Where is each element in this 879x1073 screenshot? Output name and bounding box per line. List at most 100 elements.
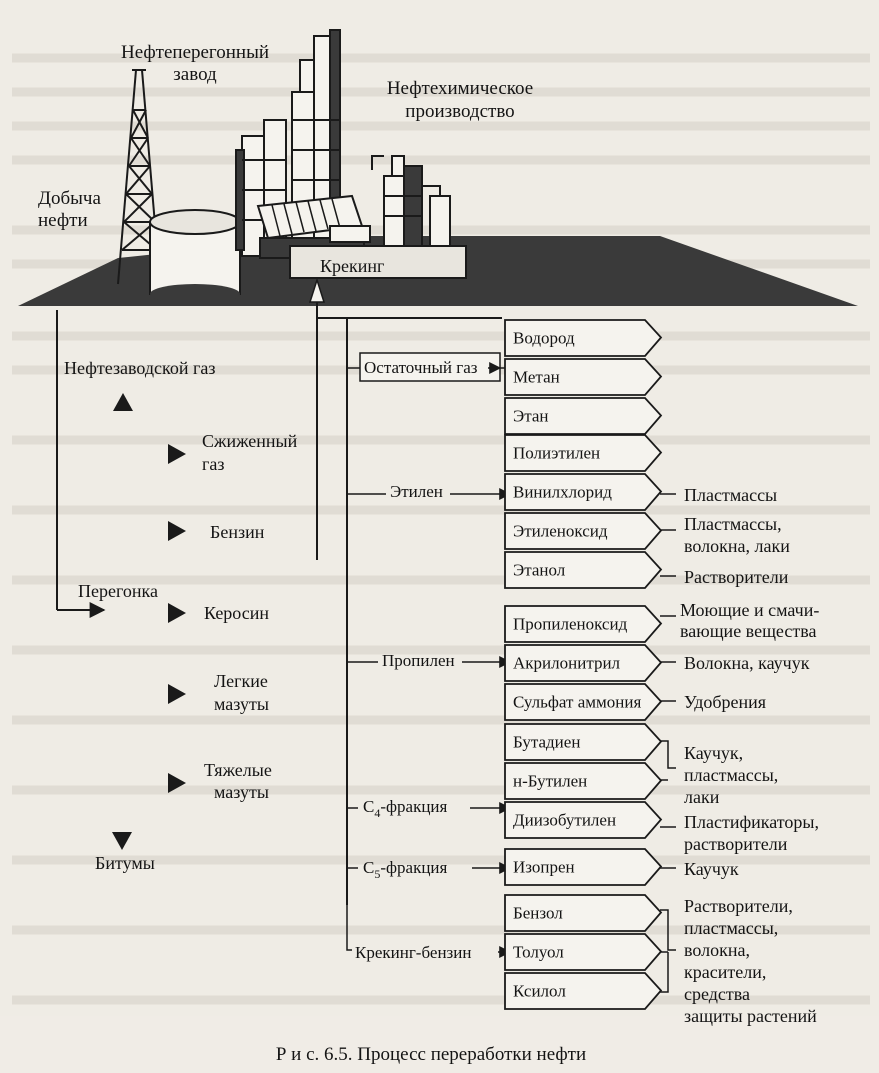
petrochem-label-2: производство [405,101,514,122]
use-plasticizers: Пластификаторы, [684,812,819,832]
use-detergents-2: вающие вещества [680,621,816,641]
chemical-label: Пропиленоксид [513,615,628,634]
use-rubber: Каучук [684,859,739,879]
light-fuel-oil-label-2: мазуты [214,694,269,714]
use-plastics-fibers-2: волокна, лаки [684,536,790,556]
gasoline-label: Бензин [210,522,265,542]
factory-building [256,194,467,279]
fraction-c5: C5-фракция [363,858,448,881]
chemical-label: н-Бутилен [513,772,587,791]
use-aromatics-6: защиты растений [684,1006,817,1026]
cracking-arrow [308,277,326,303]
chemical-label: Изопрен [513,858,575,877]
fraction-labels: Остаточный газ Этилен Пропилен C4-фракци… [346,352,512,962]
chemical-label: Диизобутилен [513,811,616,830]
petrochemical-columns [371,155,451,247]
chemical-box [504,972,663,1010]
bitumen-label: Битумы [95,853,155,873]
chemical-box [504,473,663,511]
extraction-label-2: нефти [38,210,88,231]
figure-caption: Р и с. 6.5. Процесс переработки нефти [276,1044,586,1065]
refinery-label-2: завод [173,64,217,85]
light-fuel-oil-arrow [168,684,186,704]
kerosene-label: Керосин [204,603,269,623]
chemical-label: Метан [513,368,560,387]
use-detergents: Моющие и смачи- [680,600,819,620]
chemical-box [504,397,663,435]
use-connectors [660,493,676,993]
heavy-fuel-oil-label-2: мазуты [214,782,269,802]
liquefied-gas-arrow [168,444,186,464]
use-plasticizers-2: растворители [684,834,788,854]
use-plastics-fibers: Пластмассы, [684,514,782,534]
use-aromatics-3: волокна, [684,940,750,960]
chemical-label: Толуол [513,943,564,962]
chemical-box [504,358,663,396]
liquefied-gas-label-2: газ [202,454,224,474]
extraction-label: Добыча [38,188,101,209]
refinery-label: Нефтеперегонный [121,42,269,63]
use-fertilizers: Удобрения [684,692,766,712]
chemical-box [504,683,663,721]
use-aromatics-5: средства [684,984,750,1004]
chemical-label: Этанол [513,561,566,580]
use-rubber-plastics: Каучук, [684,743,743,763]
petrochem-label: Нефтехимическое [387,78,533,99]
chemical-box [504,512,663,550]
plant-illustration [18,29,858,560]
chemical-label: Винилхлорид [513,483,612,502]
chemical-label: Этиленоксид [513,522,608,541]
chemical-label: Бутадиен [513,733,580,752]
use-aromatics-4: красители, [684,962,766,982]
use-rubber-plastics-2: пластмассы, [684,765,778,785]
use-rubber-plastics-3: лаки [684,787,720,807]
chemical-box [504,801,663,839]
kerosene-arrow [168,603,186,623]
fraction-c4: C4-фракция [363,797,448,820]
chemical-label: Ксилол [513,982,566,1001]
chemical-box [504,434,663,472]
chemical-label: Бензол [513,904,563,923]
heavy-fuel-oil-label: Тяжелые [204,760,272,780]
chemical-box [504,319,663,357]
use-solvents: Растворители [684,567,789,587]
chemical-label: Этан [513,407,549,426]
chemical-box [504,933,663,971]
liquefied-gas-label: Сжиженный [202,431,298,451]
uses-labels: Пластмассы Пластмассы, волокна, лаки Рас… [680,485,819,1026]
plant-labels: Нефтеперегонный завод Нефтехимическое пр… [38,42,533,276]
chemical-label: Сульфат аммония [513,693,641,712]
chemical-box [504,551,663,589]
fraction-residual-gas: Остаточный газ [364,358,478,377]
use-fibers-rubber: Волокна, каучук [684,653,810,673]
use-aromatics-1: Растворители, [684,896,793,916]
distillation-products: Перегонка Нефтезаводской газ Сжиженный г… [56,310,298,873]
fraction-trunk [317,317,502,905]
fraction-propylene: Пропилен [382,651,455,670]
use-plastics: Пластмассы [684,485,777,505]
bitumen-arrow [112,832,132,850]
heavy-fuel-oil-arrow [168,773,186,793]
use-aromatics-2: пластмассы, [684,918,778,938]
chemical-label: Акрилонитрил [513,654,621,673]
cracking-label: Крекинг [320,256,384,276]
chemical-box [504,894,663,932]
chemical-label: Водород [513,329,575,348]
chemical-box [504,848,663,886]
fraction-ethylene: Этилен [390,482,443,501]
chemical-label: Полиэтилен [513,444,600,463]
chemical-box [504,723,663,761]
refinery-gas-label: Нефтезаводской газ [64,358,216,378]
chemical-box [504,762,663,800]
fraction-cracked-gasoline: Крекинг-бензин [355,943,471,962]
chemical-box [504,644,663,682]
distillation-label: Перегонка [78,581,158,601]
gasoline-arrow [168,521,186,541]
chemical-boxes: ВодородМетанЭтанПолиэтиленВинилхлоридЭти… [504,319,663,1010]
chemical-box [504,605,663,643]
storage-tank [149,209,241,304]
light-fuel-oil-label: Легкие [214,671,268,691]
